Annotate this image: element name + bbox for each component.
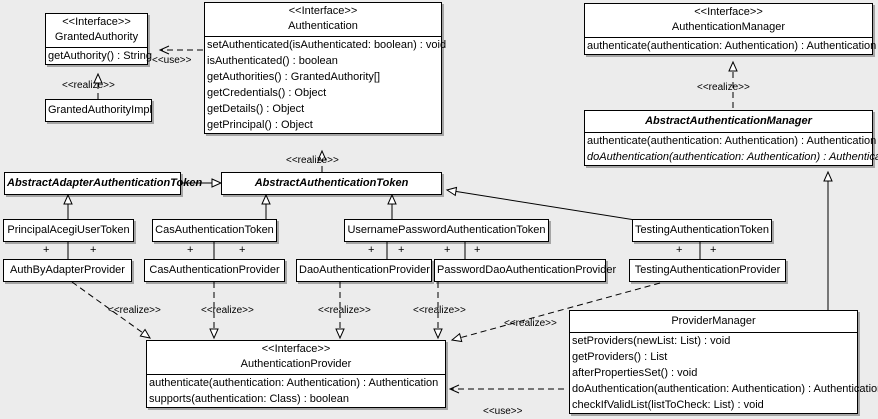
multiplicity-marker: + xyxy=(368,244,375,256)
class-name: GrantedAuthority xyxy=(54,31,139,43)
class-name: TestingAuthenticationToken xyxy=(635,224,769,236)
multiplicity-marker: + xyxy=(90,244,97,256)
class-principal-acegi-user-token[interactable]: PrincipalAcegiUserToken xyxy=(3,219,134,242)
operations-compartment: authenticate(authentication: Authenticat… xyxy=(585,38,877,54)
operation: getAuthorities() : GrantedAuthority[] xyxy=(207,71,381,83)
operation: authenticate(authentication: Authenticat… xyxy=(587,40,877,52)
operation: checkIfValidList(listToCheck: List) : vo… xyxy=(572,399,764,411)
class-abstract-adapter-authentication-token[interactable]: AbstractAdapterAuthenticationToken xyxy=(4,172,203,195)
class-name: AbstractAuthenticationToken xyxy=(254,177,409,189)
class-header: <<Interface>> GrantedAuthority xyxy=(46,14,147,47)
class-name: AbstractAdapterAuthenticationToken xyxy=(7,177,203,189)
class-testing-authentication-token[interactable]: TestingAuthenticationToken xyxy=(632,219,772,242)
operation: doAuthentication(authentication: Authent… xyxy=(572,383,878,395)
class-provider-manager[interactable]: ProviderManager setProviders(newList: Li… xyxy=(569,310,878,414)
divider xyxy=(46,47,147,48)
operations-compartment: authenticate(authentication: Authenticat… xyxy=(585,133,878,165)
multiplicity-marker: + xyxy=(398,244,405,256)
operation: doAuthentication(authentication: Authent… xyxy=(587,151,878,163)
class-name: AuthenticationProvider xyxy=(240,358,352,370)
edge-label-realize-testing-authentication-provider: <<realize>> xyxy=(504,318,557,329)
multiplicity-marker: + xyxy=(676,244,683,256)
edge-tat-extends-aat xyxy=(445,186,649,223)
class-header: <<Interface>> AuthenticationManager xyxy=(585,4,872,37)
class-password-dao-authentication-provider[interactable]: PasswordDaoAuthenticationProvider xyxy=(434,259,617,282)
edge-label-realize-password-dao-authentication-provider: <<realize>> xyxy=(413,305,466,316)
class-granted-authority[interactable]: <<Interface>> GrantedAuthority getAuthor… xyxy=(45,13,152,65)
class-name: PasswordDaoAuthenticationProvider xyxy=(437,264,617,276)
class-name: PrincipalAcegiUserToken xyxy=(7,224,130,236)
class-name: DaoAuthenticationProvider xyxy=(299,264,430,276)
edge-label-use-provider-manager: <<use>> xyxy=(483,406,523,417)
class-name: Authentication xyxy=(288,20,358,32)
class-name: ProviderManager xyxy=(671,315,756,327)
multiplicity-marker: + xyxy=(444,244,451,256)
divider xyxy=(585,132,872,133)
edge-label-realize-cas-authentication-provider: <<realize>> xyxy=(201,305,254,316)
stereotype-label: <<Interface>> xyxy=(694,6,763,18)
multiplicity-marker: + xyxy=(474,244,481,256)
edge-label-realize-auth-by-adapter-provider: <<realize>> xyxy=(108,305,161,316)
operation: getProviders() : List xyxy=(572,351,668,363)
operations-compartment: authenticate(authentication: Authenticat… xyxy=(147,375,445,407)
operation: getCredentials() : Object xyxy=(207,87,327,99)
operation: afterPropertiesSet() : void xyxy=(572,367,698,379)
edge-label-realize-dao-authentication-provider: <<realize>> xyxy=(318,305,371,316)
class-abstract-authentication-token[interactable]: AbstractAuthenticationToken xyxy=(221,172,442,195)
class-header: <<Interface>> AuthenticationProvider xyxy=(147,341,445,374)
class-name: GrantedAuthorityImpl xyxy=(48,104,152,116)
operation: supports(authentication: Class) : boolea… xyxy=(149,393,349,405)
multiplicity-marker: + xyxy=(239,244,246,256)
class-testing-authentication-provider[interactable]: TestingAuthenticationProvider xyxy=(629,259,786,282)
class-name: AuthByAdapterProvider xyxy=(10,264,125,276)
class-name: UsernamePasswordAuthenticationToken xyxy=(347,224,546,236)
class-name: AbstractAuthenticationManager xyxy=(645,115,812,127)
multiplicity-marker: + xyxy=(187,244,194,256)
class-authentication[interactable]: <<Interface>> Authentication setAuthenti… xyxy=(204,2,447,134)
class-dao-authentication-provider[interactable]: DaoAuthenticationProvider xyxy=(296,259,432,282)
edge-label-realize-abstract-authentication-manager: <<realize>> xyxy=(697,82,750,93)
class-name: CasAuthenticationToken xyxy=(155,224,274,236)
class-cas-authentication-token[interactable]: CasAuthenticationToken xyxy=(152,219,277,242)
stereotype-label: <<Interface>> xyxy=(288,5,358,17)
class-authentication-provider[interactable]: <<Interface>> AuthenticationProvider aut… xyxy=(146,340,446,408)
multiplicity-marker: + xyxy=(710,244,717,256)
divider xyxy=(147,374,445,375)
operation: setProviders(newList: List) : void xyxy=(572,335,731,347)
divider xyxy=(205,36,441,37)
divider xyxy=(585,37,872,38)
class-authentication-manager[interactable]: <<Interface>> AuthenticationManager auth… xyxy=(584,3,877,55)
stereotype-label: <<Interface>> xyxy=(261,343,331,355)
multiplicity-marker: + xyxy=(43,244,50,256)
class-name: CasAuthenticationProvider xyxy=(149,264,280,276)
operation: getPrincipal() : Object xyxy=(207,119,313,131)
class-name: TestingAuthenticationProvider xyxy=(634,264,781,276)
class-abstract-authentication-manager[interactable]: AbstractAuthenticationManager authentica… xyxy=(584,110,878,166)
edge-label-realize-abstract-authentication-token: <<realize>> xyxy=(286,155,339,166)
operations-compartment: getAuthority() : String xyxy=(46,48,152,64)
operations-compartment: setProviders(newList: List) : void getPr… xyxy=(570,333,878,413)
edge-label-use-granted-authority: <<use>> xyxy=(152,55,192,66)
class-cas-authentication-provider[interactable]: CasAuthenticationProvider xyxy=(144,259,285,282)
operation: authenticate(authentication: Authenticat… xyxy=(587,135,877,147)
operation: getDetails() : Object xyxy=(207,103,305,115)
class-header: <<Interface>> Authentication xyxy=(205,3,441,36)
operations-compartment: setAuthenticated(isAuthenticated: boolea… xyxy=(205,37,447,133)
class-granted-authority-impl[interactable]: GrantedAuthorityImpl xyxy=(45,99,152,122)
operation: setAuthenticated(isAuthenticated: boolea… xyxy=(207,39,447,51)
divider xyxy=(570,332,857,333)
stereotype-label: <<Interface>> xyxy=(62,16,131,28)
operation: authenticate(authentication: Authenticat… xyxy=(149,377,439,389)
edge-label-realize-granted-authority-impl: <<realize>> xyxy=(62,80,115,91)
class-username-password-authentication-token[interactable]: UsernamePasswordAuthenticationToken xyxy=(344,219,549,242)
operation: getAuthority() : String xyxy=(48,50,152,62)
class-auth-by-adapter-provider[interactable]: AuthByAdapterProvider xyxy=(3,259,132,282)
class-name: AuthenticationManager xyxy=(671,21,786,33)
operation: isAuthenticated() : boolean xyxy=(207,55,338,67)
